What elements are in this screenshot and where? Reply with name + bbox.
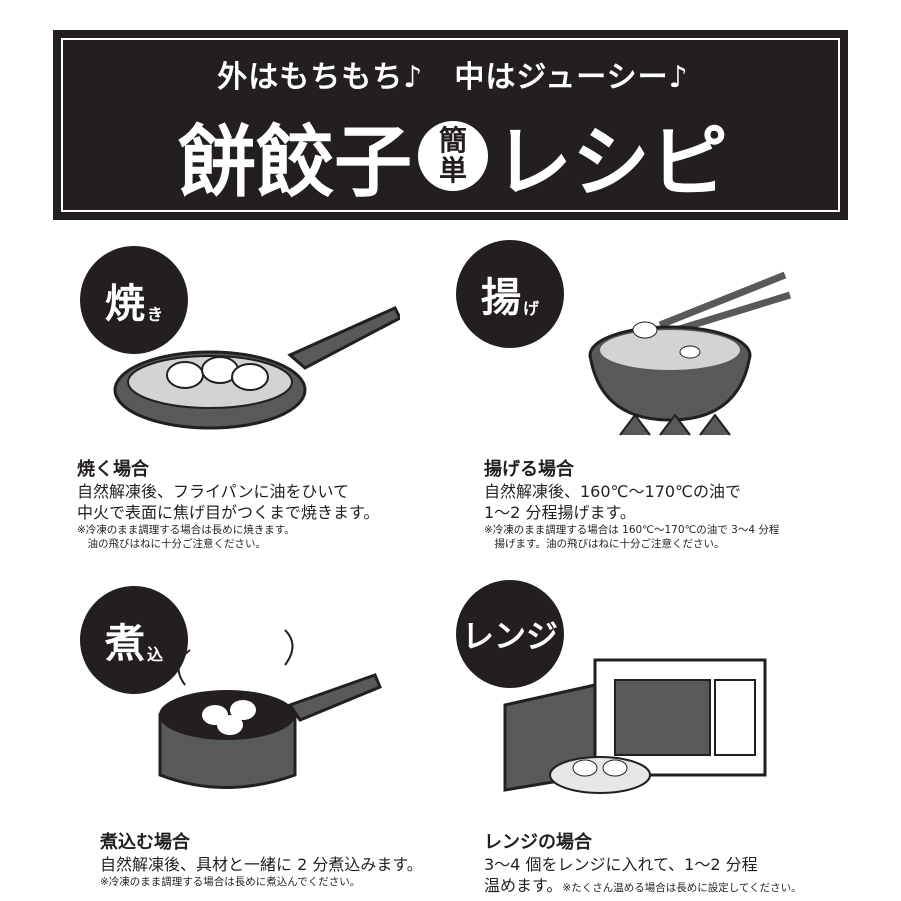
- section-line: 自然解凍後、フライパンに油をひいて: [77, 482, 350, 501]
- banner-frame: [61, 38, 840, 212]
- banner-title: 餅餃子 簡単 レシピ: [123, 100, 783, 212]
- badge-fry-text: 揚: [480, 274, 521, 321]
- section-note: 揚げます。油の飛びはねに十分ご注意ください。: [484, 538, 725, 550]
- badge-microwave: レンジ: [456, 580, 564, 688]
- section-heading: 煮込む場合: [100, 832, 190, 853]
- section-heading: レンジの場合: [484, 832, 592, 853]
- title-main: 餅餃子: [177, 118, 412, 208]
- section-note: ※冷凍のまま調理する場合は 160℃〜170℃の油で 3〜4 分程: [484, 524, 780, 536]
- section-grill: 焼く場合 自然解凍後、フライパンに油をひいて 中火で表面に焦げ目がつくまで焼きま…: [77, 455, 379, 551]
- section-line: 温めます。※たくさん温める場合は長めに設定してください。: [484, 875, 802, 896]
- frying-pan-illustration: [113, 306, 400, 430]
- section-line: 3〜4 個をレンジに入れて、1〜2 分程: [484, 855, 758, 874]
- section-line: 1〜2 分程揚げます。: [484, 503, 636, 522]
- section-simmer: 煮込む場合 自然解凍後、具材と一緒に 2 分煮込みます。 ※冷凍のまま調理する場…: [100, 828, 423, 889]
- section-fry: 揚げる場合 自然解凍後、160℃〜170℃の油で 1〜2 分程揚げます。 ※冷凍…: [484, 455, 779, 551]
- badge-fry-small: げ: [522, 299, 539, 318]
- title-end: レシピ: [494, 118, 729, 208]
- badge-fry: 揚げ: [456, 240, 564, 348]
- badge-grill-text: 焼: [104, 280, 145, 327]
- section-line-main: 温めます。: [484, 876, 563, 895]
- banner-subtitle: 外はもちもち♪ 中はジューシー♪: [217, 60, 689, 95]
- section-note: ※たくさん温める場合は長めに設定してください。: [562, 882, 802, 894]
- microwave-illustration: [503, 658, 767, 794]
- section-heading: 焼く場合: [77, 459, 149, 480]
- badge-simmer-small: 込: [146, 645, 163, 664]
- deep-fryer-illustration: [588, 271, 792, 436]
- saucepan-illustration: [158, 629, 382, 789]
- section-line: 自然解凍後、具材と一緒に 2 分煮込みます。: [100, 855, 423, 874]
- section-line: 自然解凍後、160℃〜170℃の油で: [484, 482, 742, 501]
- badge-simmer-text: 煮: [104, 620, 145, 667]
- easy-badge: 簡単: [418, 121, 488, 191]
- section-note: ※冷凍のまま調理する場合は長めに煮込んでください。: [100, 876, 361, 888]
- section-heading: 揚げる場合: [484, 459, 574, 480]
- badge-microwave-text: レンジ: [461, 617, 558, 655]
- title-banner: 外はもちもち♪ 中はジューシー♪ 餅餃子 簡単 レシピ: [53, 30, 848, 220]
- badge-simmer: 煮込: [80, 586, 188, 694]
- easy-badge-char-2: 単: [438, 154, 467, 187]
- section-note: 油の飛びはねに十分ご注意ください。: [77, 538, 266, 550]
- section-microwave: レンジの場合 3〜4 個をレンジに入れて、1〜2 分程 温めます。※たくさん温め…: [484, 828, 802, 896]
- badge-grill: 焼き: [80, 246, 188, 354]
- section-note: ※冷凍のまま調理する場合は長めに焼きます。: [77, 524, 295, 536]
- section-line: 中火で表面に焦げ目がつくまで焼きます。: [77, 503, 380, 522]
- badge-grill-small: き: [146, 305, 163, 324]
- easy-badge-char-1: 簡: [438, 124, 467, 157]
